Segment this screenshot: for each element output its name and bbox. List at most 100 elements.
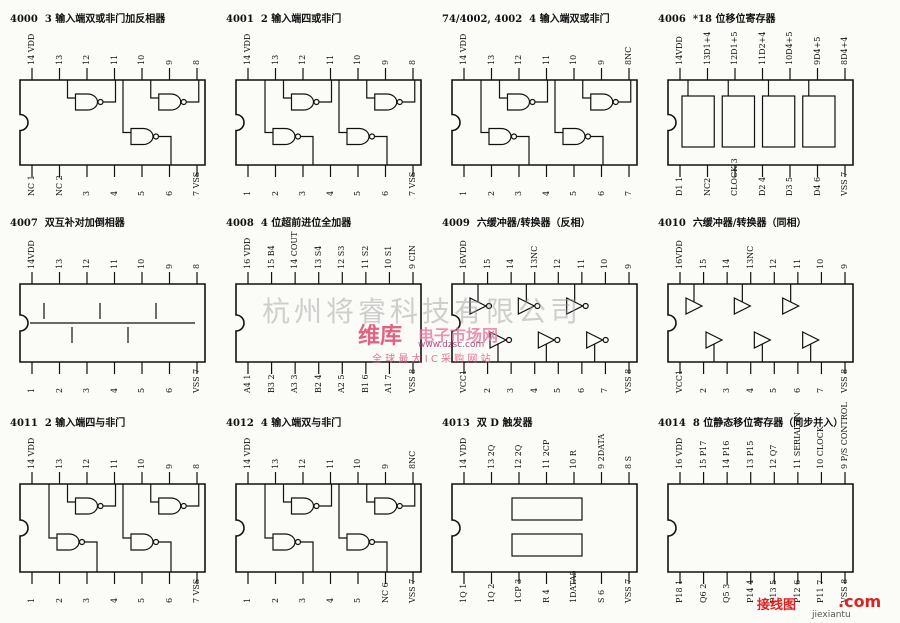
chip-description: 2 输入端四与非门 [44, 418, 126, 429]
chip-diagram [235, 472, 422, 584]
wire [591, 135, 604, 165]
top-pin-label: 11 S2 [360, 245, 370, 269]
top-pin-label: 9 [380, 463, 390, 469]
internal-logic [264, 484, 416, 572]
logic-gate [130, 127, 154, 146]
flip-flop-block [511, 533, 583, 557]
watermark-site: www.dzsc.com [418, 340, 485, 350]
internal-logic [66, 80, 200, 165]
top-pin-label: 9 P/S CONTROL [840, 402, 849, 469]
top-pin-label: 10 [569, 54, 578, 65]
top-pin-label: 11D2+4 [757, 31, 767, 65]
top-pin-label: 13 P15 [745, 440, 755, 469]
top-pin-label: 12D1+5 [730, 31, 739, 65]
top-pin-label: 9 CIN [408, 245, 417, 269]
chip-number: 4009 [442, 218, 470, 229]
chip-title: 74/4002, 4002 4 输入端双或非门 [442, 10, 610, 25]
top-pin-label: 16 VDD [243, 237, 252, 269]
top-pin-label: 14 COUT [290, 231, 300, 269]
bottom-pin-label: 2 [270, 597, 280, 603]
logic-gate [158, 93, 182, 111]
bottom-pin-label: 7 VSS [192, 578, 201, 603]
wire [319, 80, 333, 103]
top-pin-label: 15 P17 [698, 440, 708, 469]
chip-diagram [19, 68, 206, 177]
top-pin-label: 10 S1 [384, 245, 394, 269]
flip-flop-block [511, 497, 583, 521]
bottom-pin-label: 5 [553, 387, 563, 393]
logic-gate [272, 127, 296, 146]
logic-gate [488, 127, 512, 146]
wire [85, 541, 98, 572]
chip-package [451, 79, 638, 166]
wire [159, 135, 172, 165]
top-pin-label: 12 Q7 [769, 444, 779, 469]
wire [48, 484, 57, 539]
top-pin-label: 14VDD [675, 36, 684, 65]
chip-diagram [667, 68, 854, 177]
inverter-bubble [505, 336, 513, 344]
bottom-pin-label: 1 [243, 597, 252, 603]
logic-gate [506, 93, 531, 111]
internal-logic [511, 497, 583, 557]
top-pin-label: 12 2Q [514, 444, 523, 469]
inverter-bubble [97, 502, 104, 510]
internal-logic [681, 80, 836, 148]
top-pin-label: 11 [109, 458, 119, 469]
top-pin-label: 9 [840, 263, 849, 269]
wire [122, 484, 131, 539]
bottom-pin-label: 2 [486, 190, 496, 196]
bottom-pin-label: P18 1 [675, 579, 684, 603]
chip-number: 4007 [10, 218, 38, 229]
logic-gate [590, 93, 614, 111]
top-pin-label: 8 [408, 59, 417, 65]
bottom-pin-label: 4 [745, 387, 755, 393]
top-pin-label: 15 [482, 258, 492, 269]
top-pin-label: 8 S [624, 455, 633, 469]
inverter-bubble [180, 502, 187, 510]
bottom-pin-label: 6 [596, 190, 606, 196]
bottom-pin-label: P11 7 [816, 579, 826, 603]
chip-number: 74/4002, 4002 [442, 14, 523, 25]
wire [103, 484, 117, 507]
top-pin-label: 10 CLOCK [816, 426, 826, 469]
bottom-pin-label: 3 [298, 597, 307, 603]
chip-diagram [235, 272, 422, 374]
top-pin-label: 9D4+5 [812, 36, 822, 65]
chip-diagram [19, 272, 206, 374]
bottom-pin-label: A2 5 [337, 374, 347, 394]
bottom-pin-label: VSS 8 [840, 368, 849, 393]
wire [554, 80, 563, 134]
top-pin-label: 14 VDD [459, 33, 468, 65]
top-pin-label: 8 [192, 263, 201, 269]
bottom-pin-label: NC 1 [27, 175, 36, 196]
top-pin-label: 13 [486, 54, 496, 65]
top-pin-label: 12 [82, 54, 91, 65]
wire [338, 484, 347, 539]
chip-package [451, 483, 638, 573]
bottom-pin-label: 4 [325, 597, 335, 603]
watermark-company: 杭州将睿科技有限公司 [262, 295, 583, 328]
top-pin-label: 13 [270, 54, 280, 65]
inverter-bubble [294, 133, 302, 140]
wire [535, 80, 549, 103]
chip-diagram [451, 272, 638, 374]
top-pin-label: 14 [722, 258, 732, 269]
logic-gate [290, 497, 315, 515]
top-pin-label: 10 [600, 258, 610, 269]
top-pin-label: 12 [82, 258, 91, 269]
top-pin-label: 12 [514, 54, 523, 65]
chip-diagram [19, 472, 206, 584]
wire [103, 80, 117, 103]
chip-package [19, 483, 206, 573]
chip-description: 4 输入端双与非门 [260, 418, 342, 429]
bottom-pin-label: 4 [541, 190, 551, 196]
bottom-pin-label: 7 [624, 190, 633, 196]
wire [402, 484, 416, 507]
wire [480, 80, 489, 134]
chip-number: 4011 [10, 418, 38, 429]
logic-gate [374, 497, 398, 515]
